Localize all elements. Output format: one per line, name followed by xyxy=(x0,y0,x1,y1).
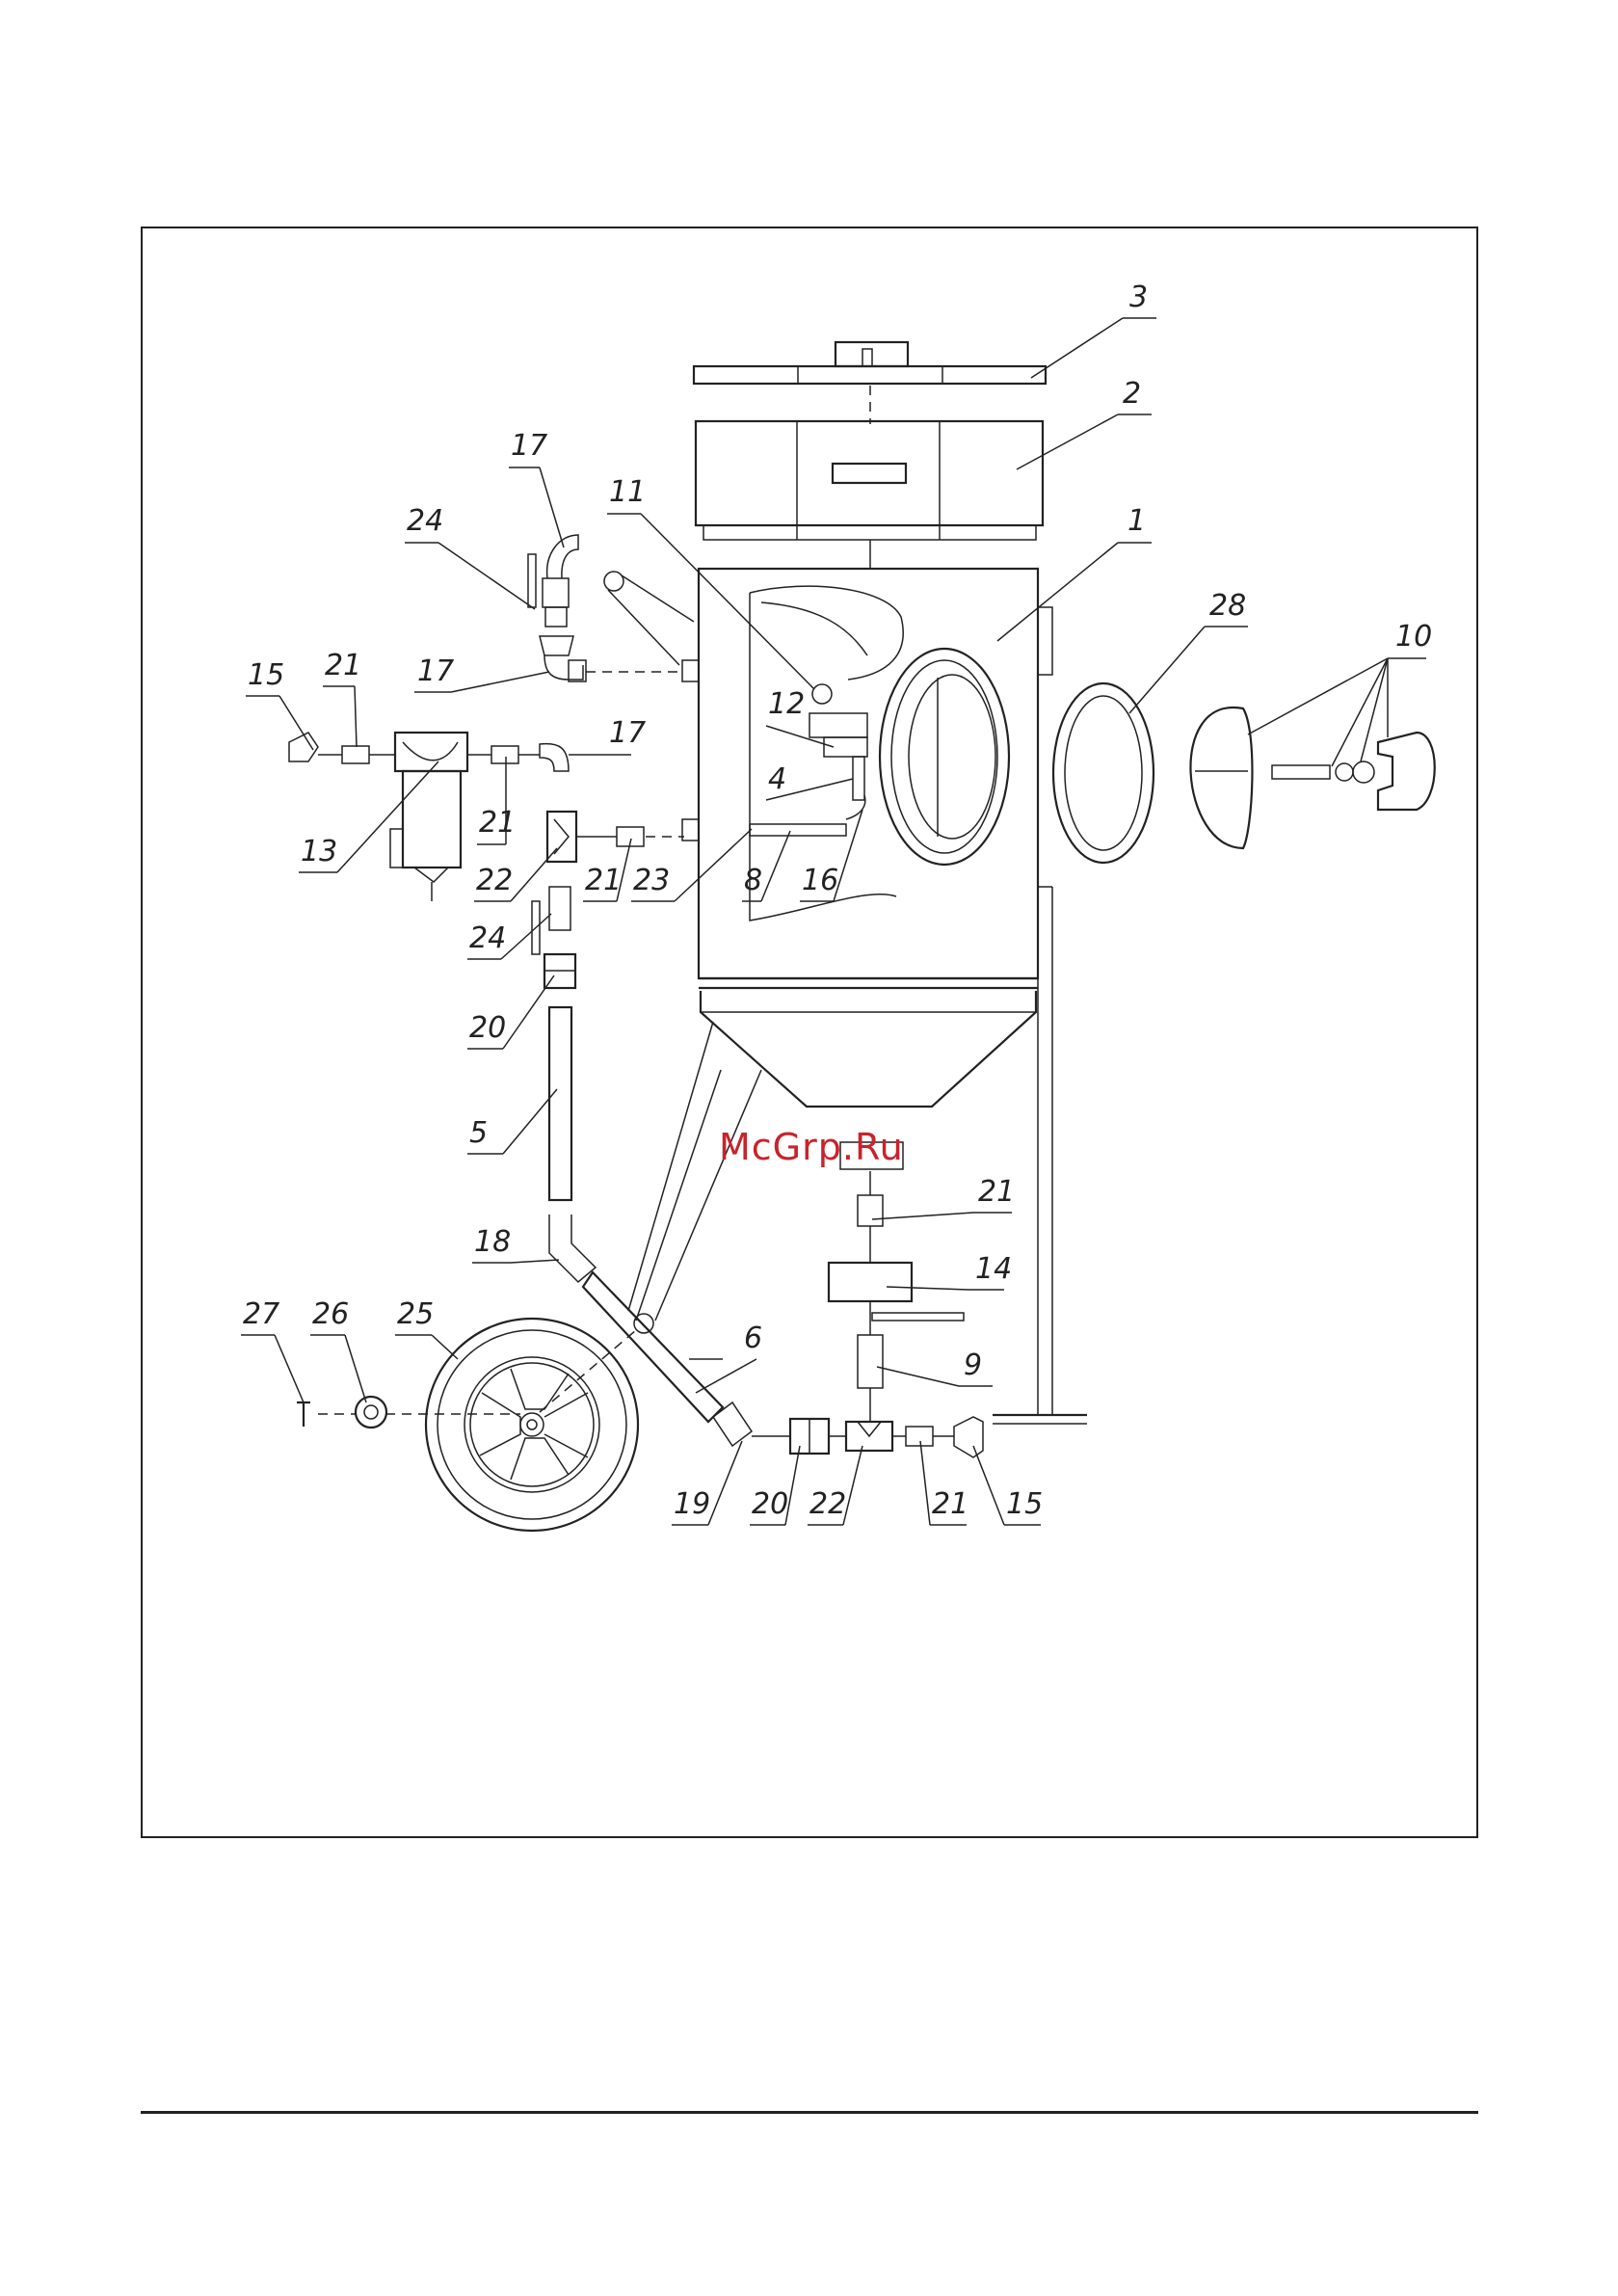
callout-17-right: 17 xyxy=(609,716,646,750)
callout-21-right: 21 xyxy=(978,1175,1015,1209)
callout-17-top: 17 xyxy=(511,429,547,463)
callout-5: 5 xyxy=(469,1116,488,1150)
callout-16: 16 xyxy=(802,864,838,897)
callout-20-upper: 20 xyxy=(469,1011,506,1045)
callout-21-top: 21 xyxy=(325,649,361,682)
callout-11: 11 xyxy=(609,475,646,509)
door-gasket-part xyxy=(1053,683,1154,863)
callout-25: 25 xyxy=(397,1297,434,1331)
callout-13: 13 xyxy=(301,835,337,868)
callout-15-lower: 15 xyxy=(1006,1487,1043,1521)
cotter-pin-part xyxy=(297,1402,310,1427)
callout-19: 19 xyxy=(674,1487,710,1521)
callout-2: 2 xyxy=(1123,377,1141,411)
callout-21-filter: 21 xyxy=(479,806,516,840)
cabinet-body-part xyxy=(604,569,1052,988)
callout-21-mid: 21 xyxy=(585,864,622,897)
wheel-part xyxy=(426,1319,638,1531)
door-part xyxy=(1190,707,1434,848)
watermark: McGrp.Ru xyxy=(719,1126,904,1168)
leader-lines xyxy=(241,318,1426,1525)
washer-part xyxy=(356,1397,386,1428)
filter-housing-part xyxy=(696,421,1043,540)
callout-17-mid: 17 xyxy=(417,654,454,688)
callout-14: 14 xyxy=(975,1252,1012,1286)
callout-22-lower: 22 xyxy=(809,1487,846,1521)
callout-10: 10 xyxy=(1395,620,1432,654)
callout-18: 18 xyxy=(474,1225,511,1259)
callout-4: 4 xyxy=(768,762,786,796)
callout-28: 28 xyxy=(1209,589,1246,623)
callout-3: 3 xyxy=(1129,280,1148,314)
callout-27: 27 xyxy=(243,1297,279,1331)
callout-1: 1 xyxy=(1127,504,1146,538)
footer-rule xyxy=(141,2111,1478,2114)
callout-23: 23 xyxy=(633,864,670,897)
callout-20-lower: 20 xyxy=(752,1487,788,1521)
cover-part xyxy=(694,342,1046,384)
callout-9: 9 xyxy=(964,1348,982,1382)
callout-21-lower: 21 xyxy=(932,1487,968,1521)
callout-12: 12 xyxy=(768,687,805,721)
callout-8: 8 xyxy=(744,864,762,897)
callout-26: 26 xyxy=(312,1297,349,1331)
callout-24-top: 24 xyxy=(407,504,443,538)
callout-15-top: 15 xyxy=(248,658,284,692)
metering-valve-part xyxy=(829,1171,964,1422)
callout-24-lower: 24 xyxy=(469,921,506,955)
callout-22-upper: 22 xyxy=(476,864,513,897)
callout-6: 6 xyxy=(744,1322,762,1355)
